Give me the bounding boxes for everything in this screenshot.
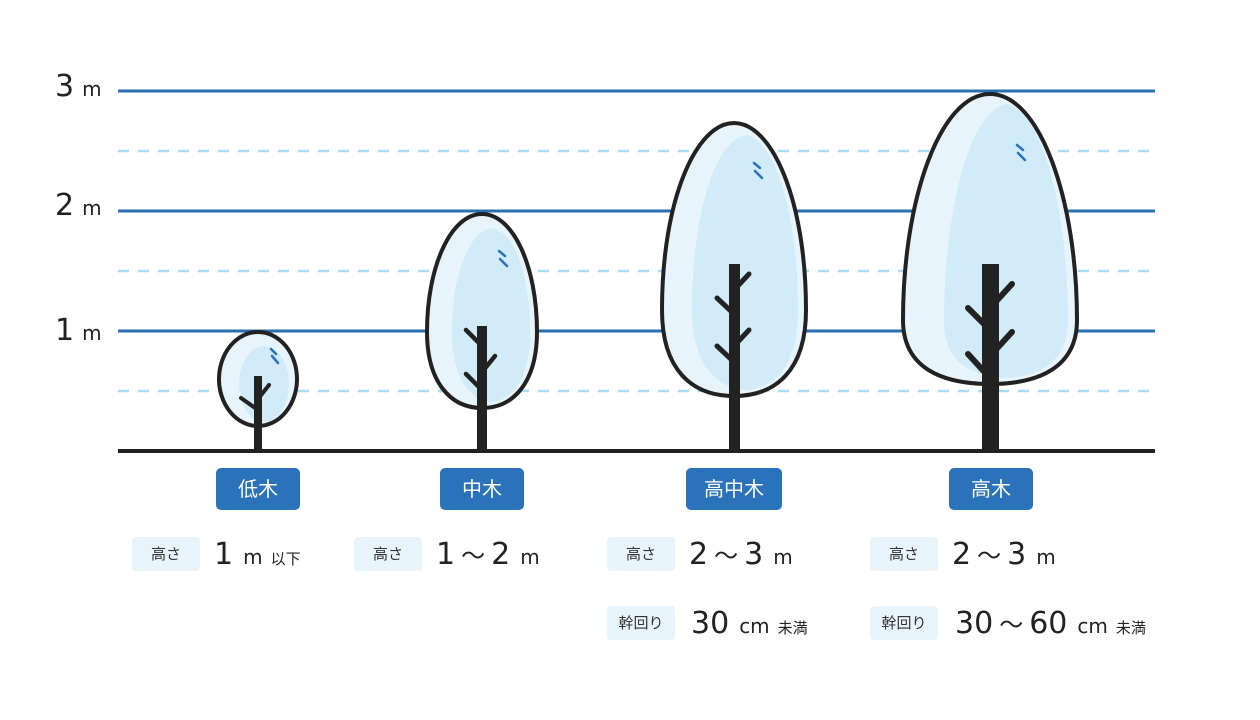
height-tag: 高さ	[354, 537, 422, 571]
height-suffix: 以下	[270, 550, 301, 568]
tree-shrub	[217, 330, 299, 452]
height-from: 2	[952, 537, 972, 572]
height-to: 3	[1007, 537, 1027, 572]
height-unit: m	[773, 545, 793, 569]
trunk-tag: 幹回り	[870, 606, 938, 640]
crown-shine-icon	[1015, 143, 1027, 162]
trunk-value: 30 cm 未満	[691, 607, 808, 645]
trunk-tilde: ～	[999, 611, 1024, 639]
tree-branches	[965, 281, 1015, 381]
height-tag: 高さ	[132, 537, 200, 571]
crown-shine-icon	[269, 347, 280, 365]
axis-unit: m	[82, 321, 102, 345]
tree-crown-highlight	[692, 135, 798, 390]
tree-medium	[424, 211, 540, 452]
height-unit: m	[520, 545, 540, 569]
tree-crown-highlight	[452, 228, 530, 402]
axis-value: 1	[55, 313, 75, 348]
height-tilde: ～	[461, 542, 486, 570]
axis-unit: m	[82, 77, 102, 101]
axis-value: 3	[55, 69, 75, 104]
tree-branches	[463, 327, 498, 393]
height-to: 2	[491, 537, 511, 572]
tree-branches	[239, 383, 271, 412]
trunk-to: 60	[1029, 606, 1068, 641]
trunk-suffix: 未満	[1115, 619, 1146, 637]
tree-trunk	[729, 264, 740, 452]
tree-medium-tall	[659, 120, 809, 452]
trunk-value: 30～60 cm 未満	[955, 607, 1146, 645]
trunk-from: 30	[955, 606, 994, 641]
height-to: 3	[744, 537, 764, 572]
height-from: 1	[214, 537, 234, 572]
category-label-medium-tall: 高中木	[686, 468, 782, 510]
category-label-medium: 中木	[440, 468, 524, 510]
tree-crown-highlight	[944, 104, 1068, 378]
height-tilde: ～	[977, 542, 1002, 570]
height-tag: 高さ	[870, 537, 938, 571]
height-tag: 高さ	[607, 537, 675, 571]
axis-unit: m	[82, 196, 102, 220]
trunk-unit: cm	[739, 614, 770, 638]
height-tilde: ～	[714, 542, 739, 570]
tree-branches	[714, 271, 752, 365]
crown-shine-icon	[752, 161, 764, 180]
trunk-suffix: 未満	[777, 619, 808, 637]
tree-tall	[900, 91, 1080, 452]
trunk-from: 30	[691, 606, 730, 641]
height-unit: m	[243, 545, 263, 569]
category-label-shrub: 低木	[216, 468, 300, 510]
height-unit: m	[1036, 545, 1056, 569]
trunk-tag: 幹回り	[607, 606, 675, 640]
tree-trunk	[254, 376, 262, 452]
tree-crown-highlight	[239, 346, 289, 422]
axis-value: 2	[55, 188, 75, 223]
height-from: 1	[436, 537, 456, 572]
trunk-unit: cm	[1077, 614, 1108, 638]
height-from: 2	[689, 537, 709, 572]
crown-shine-icon	[497, 249, 509, 268]
category-label-tall: 高木	[949, 468, 1033, 510]
